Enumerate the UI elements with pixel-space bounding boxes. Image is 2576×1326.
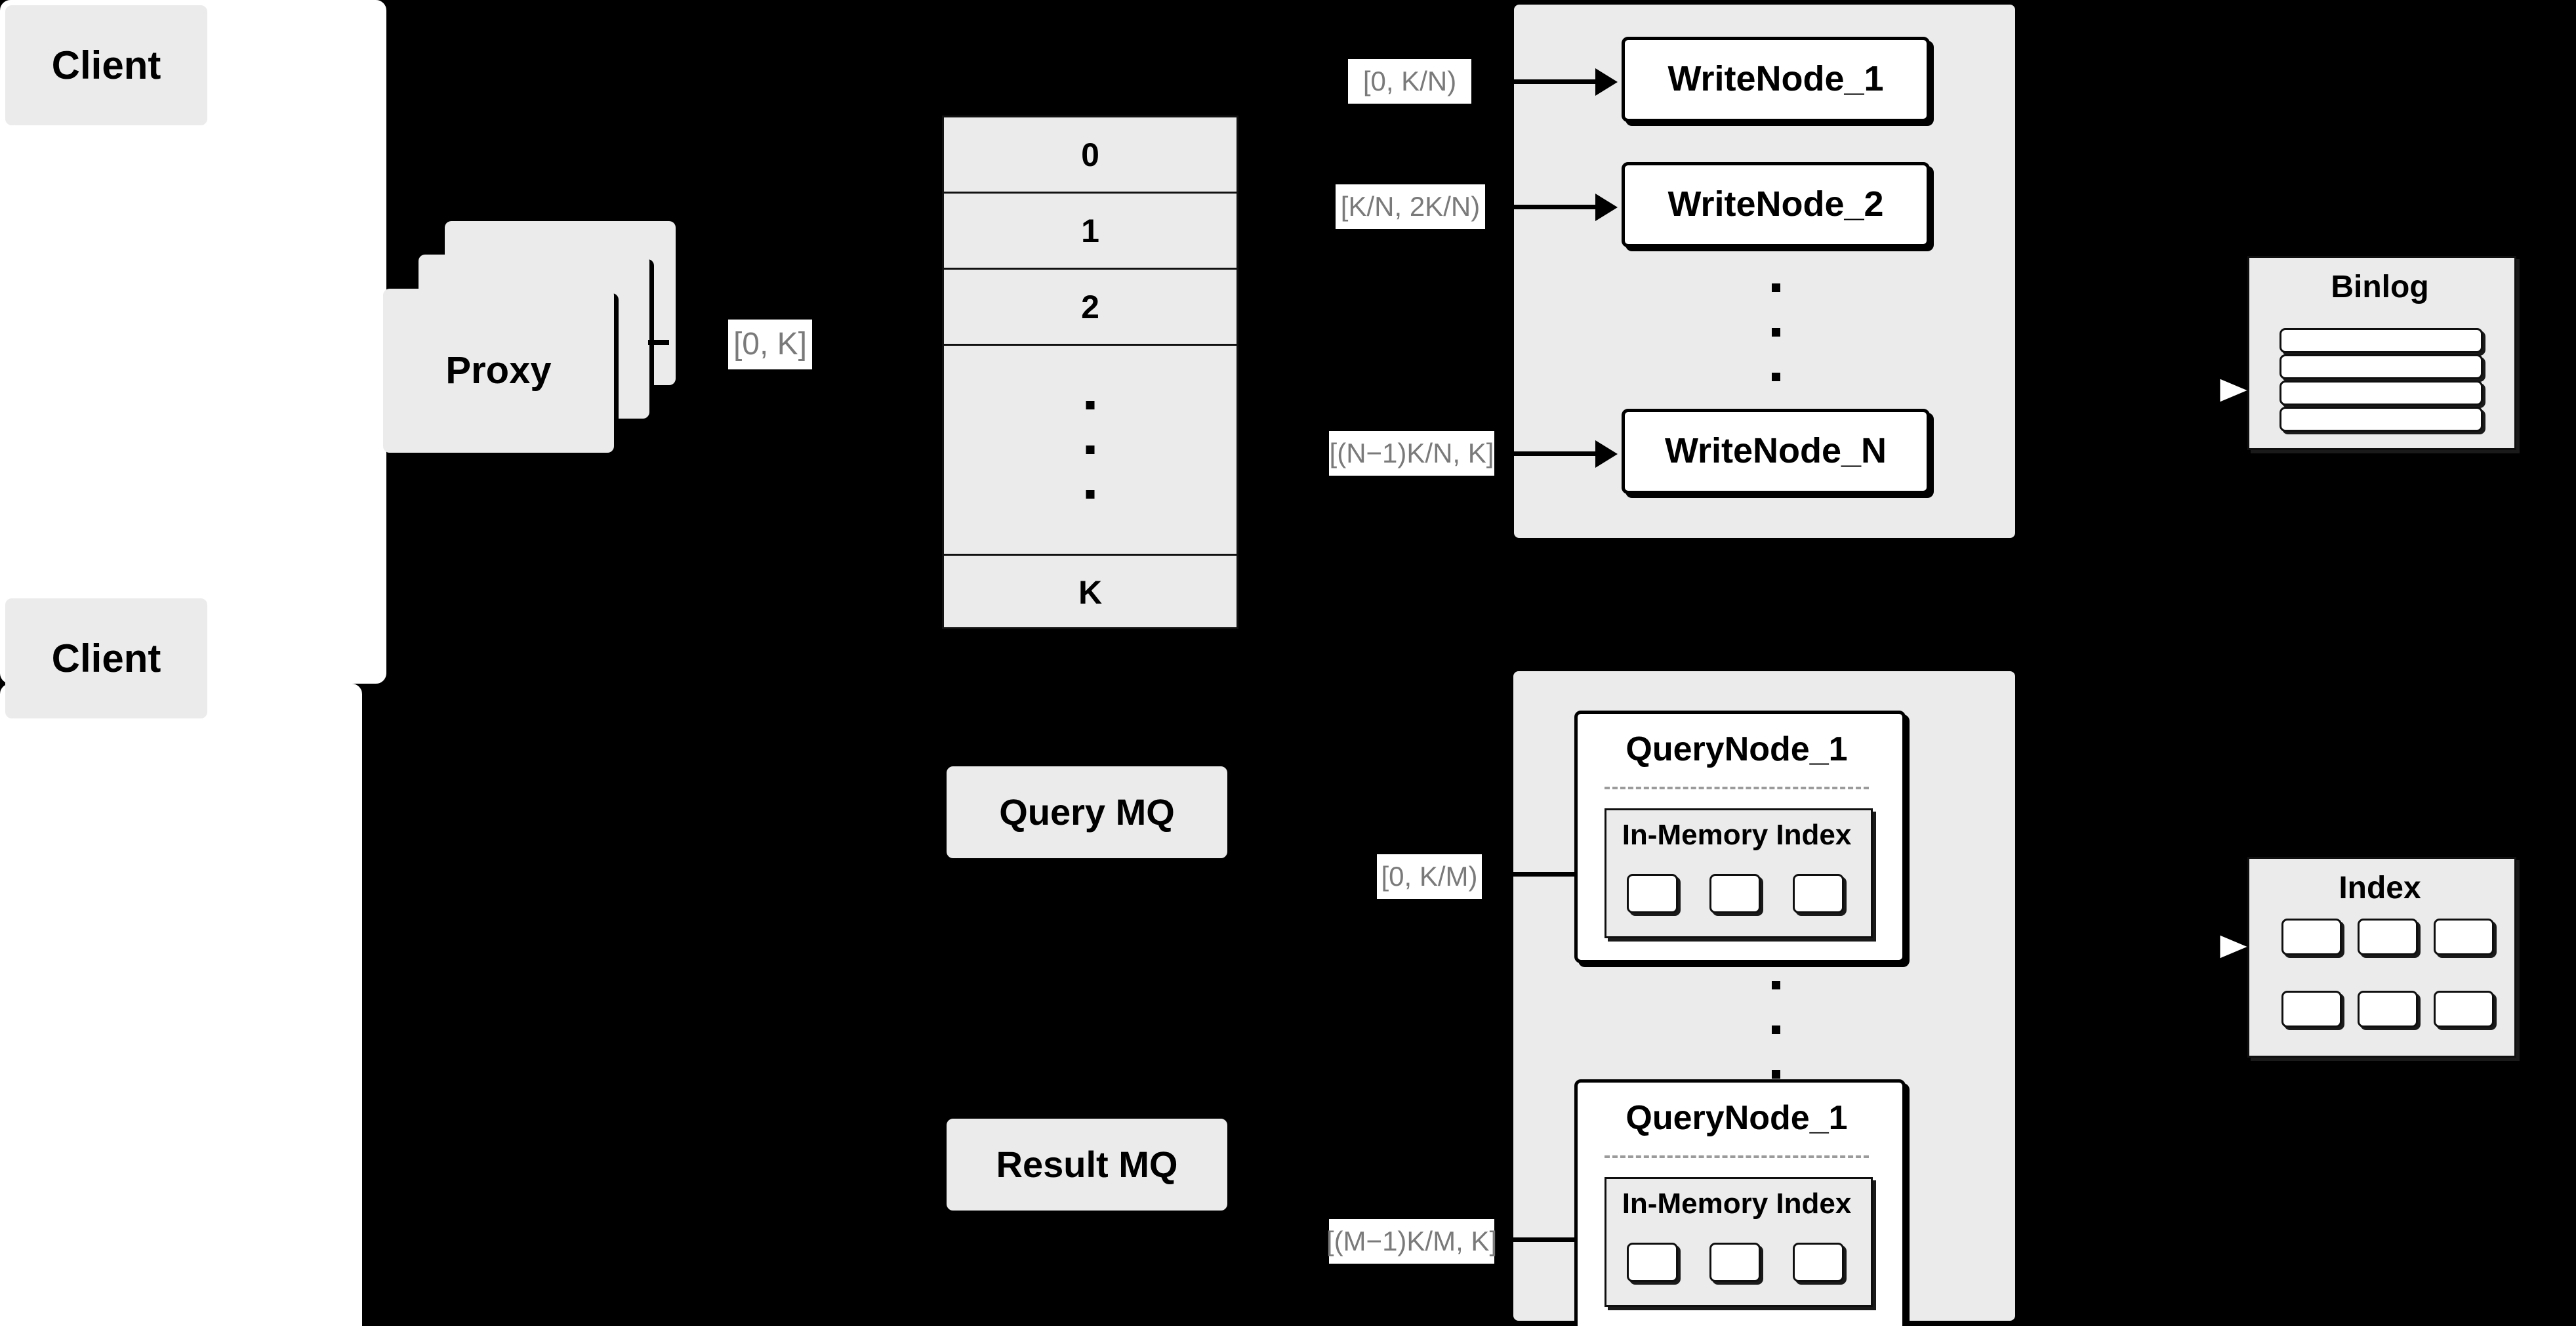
arrow-to-binlog-shaft — [2187, 388, 2218, 392]
binlog-label: Binlog — [2331, 270, 2429, 304]
range-label-querynode-1: [0, K/M) — [1377, 854, 1482, 899]
arrow-to-binlog-head-icon — [2217, 374, 2253, 407]
query-node-1-divider — [1605, 787, 1869, 789]
write-node-box-1[interactable]: WriteNode_1 — [1622, 37, 1930, 122]
range-label-writenode-1: [0, K/N) — [1348, 59, 1471, 104]
write-node-box-n[interactable]: WriteNode_N — [1622, 409, 1930, 494]
arrow-to-writenode-n-shaft — [1509, 451, 1595, 456]
arrow-to-writenode-2-shaft — [1509, 205, 1595, 209]
in-memory-index-box-1[interactable] — [1605, 808, 1873, 938]
wal-segment-label: 0 — [1081, 136, 1099, 173]
write-node-vertical-ellipsis-icon — [1772, 283, 1780, 382]
query-node-m-divider — [1605, 1155, 1869, 1158]
range-label-querynode-m-text: [(M−1)K/M, K] — [1326, 1226, 1498, 1256]
arrow-to-writenode-1-shaft — [1509, 79, 1595, 84]
result-mq-box[interactable]: Result MQ — [947, 1119, 1227, 1211]
range-label-writenode-n-text: [(N−1)K/N, K] — [1329, 438, 1494, 468]
query-mq-box[interactable]: Query MQ — [947, 766, 1227, 858]
wal-segment-row[interactable]: 2 — [944, 270, 1237, 346]
binlog-row[interactable] — [2280, 354, 2483, 379]
arrow-to-index-head-icon — [2217, 930, 2253, 963]
wal-segment-label: 2 — [1081, 288, 1099, 325]
client-label-2: Client — [51, 636, 161, 680]
query-node-label-m: QueryNode_1 — [1625, 1099, 1848, 1137]
store-engine-panel — [0, 684, 362, 1326]
write-node-box-2[interactable]: WriteNode_2 — [1622, 162, 1930, 247]
in-memory-index-cell[interactable] — [1793, 1243, 1844, 1282]
query-node-label-1: QueryNode_1 — [1625, 730, 1848, 768]
in-memory-index-cell[interactable] — [1627, 874, 1678, 913]
binlog-row[interactable] — [2280, 328, 2483, 353]
wal-segment-label: 1 — [1081, 212, 1099, 249]
binlog-row[interactable] — [2280, 381, 2483, 405]
write-node-label-1: WriteNode_1 — [1667, 59, 1884, 99]
index-cell[interactable] — [2358, 991, 2418, 1027]
index-cell[interactable] — [2434, 919, 2494, 955]
in-memory-index-label-m: In-Memory Index — [1622, 1188, 1852, 1220]
arrow-to-index-shaft — [2187, 945, 2218, 948]
range-label-writenode-2: [K/N, 2K/N) — [1336, 184, 1485, 229]
proxy-label: Proxy — [445, 349, 552, 392]
in-memory-index-box-m[interactable] — [1605, 1177, 1873, 1307]
range-label-writenode-1-text: [0, K/N) — [1362, 66, 1457, 96]
index-label: Index — [2339, 871, 2421, 905]
query-node-vertical-ellipsis-icon — [1772, 981, 1780, 1079]
arrow-to-querynode-1-shaft — [1509, 872, 1595, 877]
client-label-1: Client — [51, 43, 161, 87]
wal-segment-row[interactable]: K — [944, 556, 1237, 629]
write-node-label-n: WriteNode_N — [1664, 431, 1887, 471]
proxy-box[interactable]: Proxy — [383, 289, 614, 453]
proxy-to-wal-connector — [648, 340, 669, 345]
wal-segment-row[interactable]: 1 — [944, 194, 1237, 270]
arrow-to-writenode-2-head — [1595, 194, 1618, 221]
arrow-to-writenode-1-head — [1595, 68, 1618, 96]
arrow-to-writenode-n-head — [1595, 440, 1618, 468]
wal-segment-label: K — [1078, 573, 1103, 611]
store-engine-title: Store Engine — [2249, 167, 2484, 209]
arrow-to-querynode-m-shaft — [1509, 1237, 1595, 1242]
range-label-querynode-1-text: [0, K/M) — [1381, 861, 1478, 892]
range-label-writenode-2-text: [K/N, 2K/N) — [1340, 191, 1481, 222]
range-label-writenode-n: [(N−1)K/N, K] — [1329, 431, 1494, 476]
wal-title: WAL — [1044, 37, 1135, 82]
in-memory-index-label-1: In-Memory Index — [1622, 819, 1852, 851]
wal-segment-row[interactable]: 0 — [944, 117, 1237, 194]
range-label-proxy-to-wal-text: [0, K] — [733, 327, 808, 362]
index-cell[interactable] — [2434, 991, 2494, 1027]
index-cell[interactable] — [2281, 919, 2342, 955]
client-box-1[interactable]: Client — [5, 5, 207, 125]
write-node-label-2: WriteNode_2 — [1667, 184, 1884, 224]
in-memory-index-cell[interactable] — [1709, 1243, 1761, 1282]
in-memory-index-cell[interactable] — [1793, 874, 1844, 913]
wal-segment-row-ellipsis — [944, 346, 1237, 556]
binlog-row[interactable] — [2280, 407, 2483, 432]
in-memory-index-cell[interactable] — [1627, 1243, 1678, 1282]
wal-vertical-ellipsis-icon — [1086, 400, 1095, 499]
in-memory-index-cell[interactable] — [1709, 874, 1761, 913]
result-mq-label: Result MQ — [996, 1144, 1178, 1186]
index-cell[interactable] — [2281, 991, 2342, 1027]
wal-segment-table: 0 1 2 K — [942, 115, 1238, 629]
range-label-proxy-to-wal: [0, K] — [728, 320, 812, 369]
query-mq-label: Query MQ — [999, 791, 1175, 833]
client-box-2[interactable]: Client — [5, 598, 207, 718]
range-label-querynode-m: [(M−1)K/M, K] — [1326, 1219, 1498, 1264]
index-cell[interactable] — [2358, 919, 2418, 955]
